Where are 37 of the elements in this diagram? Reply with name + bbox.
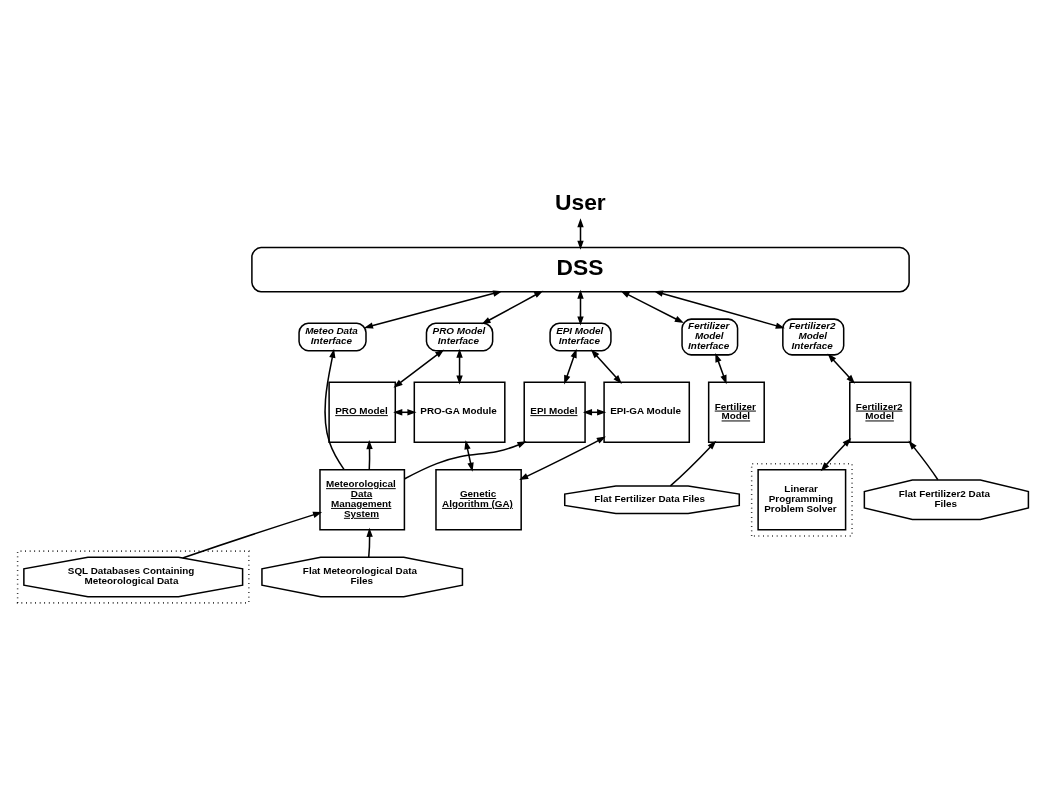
arrow bbox=[669, 440, 717, 487]
arrow bbox=[620, 290, 684, 323]
arrow bbox=[324, 348, 345, 470]
node-box: EPI Model Interface bbox=[549, 322, 612, 351]
arrow bbox=[393, 348, 445, 388]
arrow bbox=[519, 435, 606, 480]
arrow bbox=[715, 352, 727, 384]
arrow bbox=[366, 527, 373, 558]
arrow bbox=[363, 289, 503, 329]
arrow bbox=[653, 290, 785, 329]
node-box: Fertilizer Model Interface bbox=[681, 317, 739, 356]
arrow bbox=[456, 348, 463, 385]
arrow bbox=[564, 348, 577, 384]
arrow bbox=[820, 437, 852, 471]
cluster bbox=[16, 549, 250, 604]
node-text: User bbox=[555, 188, 606, 215]
arrow bbox=[827, 353, 855, 384]
node-box: EPI Model bbox=[523, 381, 586, 443]
node-box: PRO-GA Module bbox=[413, 381, 506, 443]
node-box: Fertilizer2 Model bbox=[849, 381, 912, 443]
arrow bbox=[366, 439, 373, 470]
node-box: PRO Model bbox=[328, 381, 397, 443]
arrow bbox=[181, 511, 323, 559]
node-box: Meteorological Data Management System bbox=[319, 468, 406, 531]
node-box: DSS bbox=[251, 246, 910, 292]
node-box: Fertilizer Model bbox=[707, 381, 765, 443]
node-box: Genetic Algorithm (GA) bbox=[435, 468, 522, 531]
node-box: Linerar Programming Problem Solver bbox=[757, 468, 847, 531]
node-box: Fertilizer2 Model Interface bbox=[782, 317, 845, 356]
arrow bbox=[908, 440, 939, 481]
arrow bbox=[404, 440, 527, 479]
node-box: PRO Model Interface bbox=[425, 322, 494, 351]
arrow bbox=[481, 290, 544, 324]
node-box: EPI-GA Module bbox=[603, 381, 691, 443]
node-box: Meteo Data Interface bbox=[298, 322, 367, 351]
arrow bbox=[577, 289, 584, 326]
arrow bbox=[590, 348, 622, 384]
